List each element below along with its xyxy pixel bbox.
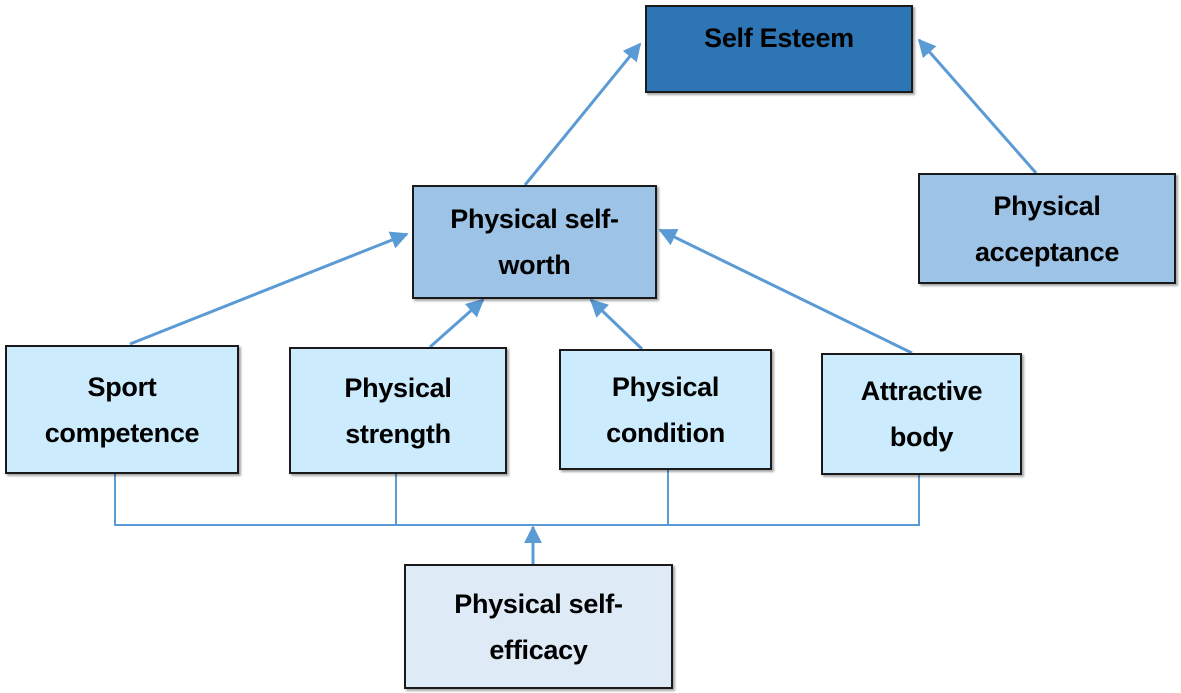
node-label: Physical condition — [606, 371, 725, 448]
node-physical-self-efficacy: Physical self- efficacy — [404, 564, 673, 689]
node-label: Sport competence — [44, 371, 200, 448]
node-physical-strength: Physical strength — [289, 347, 507, 474]
edge-self-worth-to-self-esteem — [523, 42, 642, 186]
bracket-subdomains — [114, 474, 920, 526]
node-physical-condition: Physical condition — [559, 349, 772, 470]
node-label: Physical acceptance — [974, 190, 1120, 267]
node-label: Self Esteem — [704, 23, 854, 53]
node-label: Attractive body — [860, 376, 983, 452]
node-label: Physical strength — [344, 372, 452, 449]
edge-strength-to-self-worth — [429, 298, 485, 349]
node-sport-competence: Sport competence — [5, 345, 239, 474]
node-physical-self-worth: Physical self- worth — [412, 185, 657, 299]
edge-condition-to-self-worth — [589, 298, 644, 351]
edge-attractive-body-to-self-worth — [658, 228, 913, 355]
node-attractive-body: Attractive body — [821, 353, 1022, 475]
edge-sport-competence-to-self-worth — [129, 231, 409, 346]
node-self-esteem: Self Esteem — [645, 5, 913, 93]
node-label: Physical self- efficacy — [454, 588, 623, 665]
node-label: Physical self- worth — [450, 204, 619, 280]
node-physical-acceptance: Physical acceptance — [918, 173, 1176, 284]
edge-acceptance-to-self-esteem — [917, 38, 1038, 174]
